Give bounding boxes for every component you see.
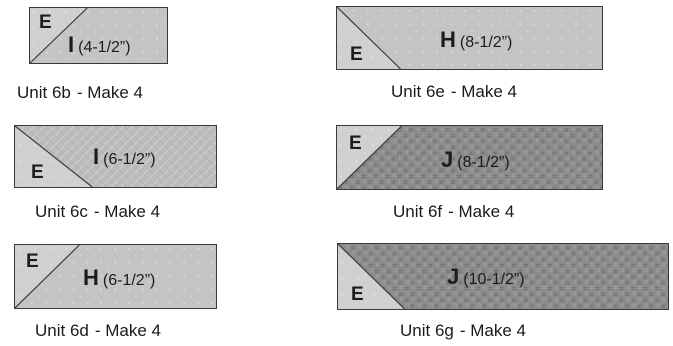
unit-6c-caption-name: Unit 6c [35,202,88,221]
unit-6b-caption-make: - Make 4 [76,83,144,102]
unit-6f-corner-e [337,126,402,189]
unit-6g-corner-label: E [351,284,364,305]
unit-6d-caption-name: Unit 6d [35,321,89,340]
unit-6c-piece-letter: I [93,144,100,169]
unit-6c-piece-size: (6-1/2”) [103,151,156,168]
unit-6e-piece-letter: H [440,27,456,52]
unit-6b-caption: Unit 6b - Make 4 [17,84,143,101]
unit-6c-corner-label: E [31,162,44,183]
unit-6g-piece-letter: J [447,264,460,289]
unit-6g-piece-size: (10-1/2”) [463,271,525,288]
unit-6f-seam-line [337,126,402,189]
unit-6e-fabric-diagram [337,7,602,69]
unit-6g-piece-label: J(10-1/2”) [447,266,525,288]
unit-6d-fabric-diagram [15,245,216,308]
unit-6c-fabric-diagram [15,126,216,187]
unit-6d-piece-size: (6-1/2”) [102,272,156,289]
unit-6d-piece-letter: H [83,265,99,290]
unit-6d-block: E H(6-1/2”) [14,244,217,309]
unit-6g-seam-line [338,244,406,309]
unit-6b-corner-label: E [39,12,52,33]
unit-6g-caption: Unit 6g - Make 4 [400,322,526,339]
unit-6b-piece-letter: I [68,32,75,57]
unit-6d-seam-line [15,245,80,308]
unit-6e-caption-name: Unit 6e [391,82,445,101]
unit-6f-piece-size: (8-1/2”) [457,154,510,171]
unit-6e-corner-label: E [350,44,363,65]
unit-6e-seam-line [337,7,401,69]
unit-6d-corner-label: E [26,251,39,272]
unit-6d-piece-label: H(6-1/2”) [83,267,155,289]
unit-6b-piece-size: (4-1/2”) [78,39,131,56]
unit-6b-fabric-diagram [30,8,167,63]
unit-6e-block: E H(8-1/2”) [336,6,603,70]
unit-6b-block: E I(4-1/2”) [29,7,168,64]
unit-6f-caption: Unit 6f - Make 4 [393,203,514,220]
unit-6g-fabric-diagram [338,244,668,309]
unit-6b-piece-label: I(4-1/2”) [68,34,131,56]
unit-6f-caption-name: Unit 6f [393,202,443,221]
unit-6f-block: E J(8-1/2”) [336,125,603,190]
unit-6e-piece-label: H(8-1/2”) [440,29,512,51]
unit-6c-piece-label: I(6-1/2”) [93,146,156,168]
unit-6g-block: E J(10-1/2”) [337,243,669,310]
unit-6g-caption-make: - Make 4 [459,321,527,340]
unit-6e-piece-size: (8-1/2”) [459,34,513,51]
unit-6c-block: E I(6-1/2”) [14,125,217,188]
unit-6c-caption-make: - Make 4 [93,202,161,221]
unit-6c-caption: Unit 6c - Make 4 [35,203,160,220]
unit-6f-corner-label: E [349,133,362,154]
unit-6e-caption-make: - Make 4 [450,82,518,101]
unit-6c-seam-line [15,126,93,187]
unit-6d-caption-make: - Make 4 [94,321,162,340]
unit-6g-caption-name: Unit 6g [400,321,454,340]
unit-6b-seam-line [30,8,88,63]
unit-6b-caption-name: Unit 6b [17,83,71,102]
unit-6f-caption-make: - Make 4 [448,202,515,221]
unit-6f-piece-label: J(8-1/2”) [441,149,510,171]
unit-6f-piece-letter: J [441,147,454,172]
unit-6d-caption: Unit 6d - Make 4 [35,322,161,339]
unit-6f-fabric-diagram [337,126,602,189]
unit-6e-caption: Unit 6e - Make 4 [391,83,517,100]
